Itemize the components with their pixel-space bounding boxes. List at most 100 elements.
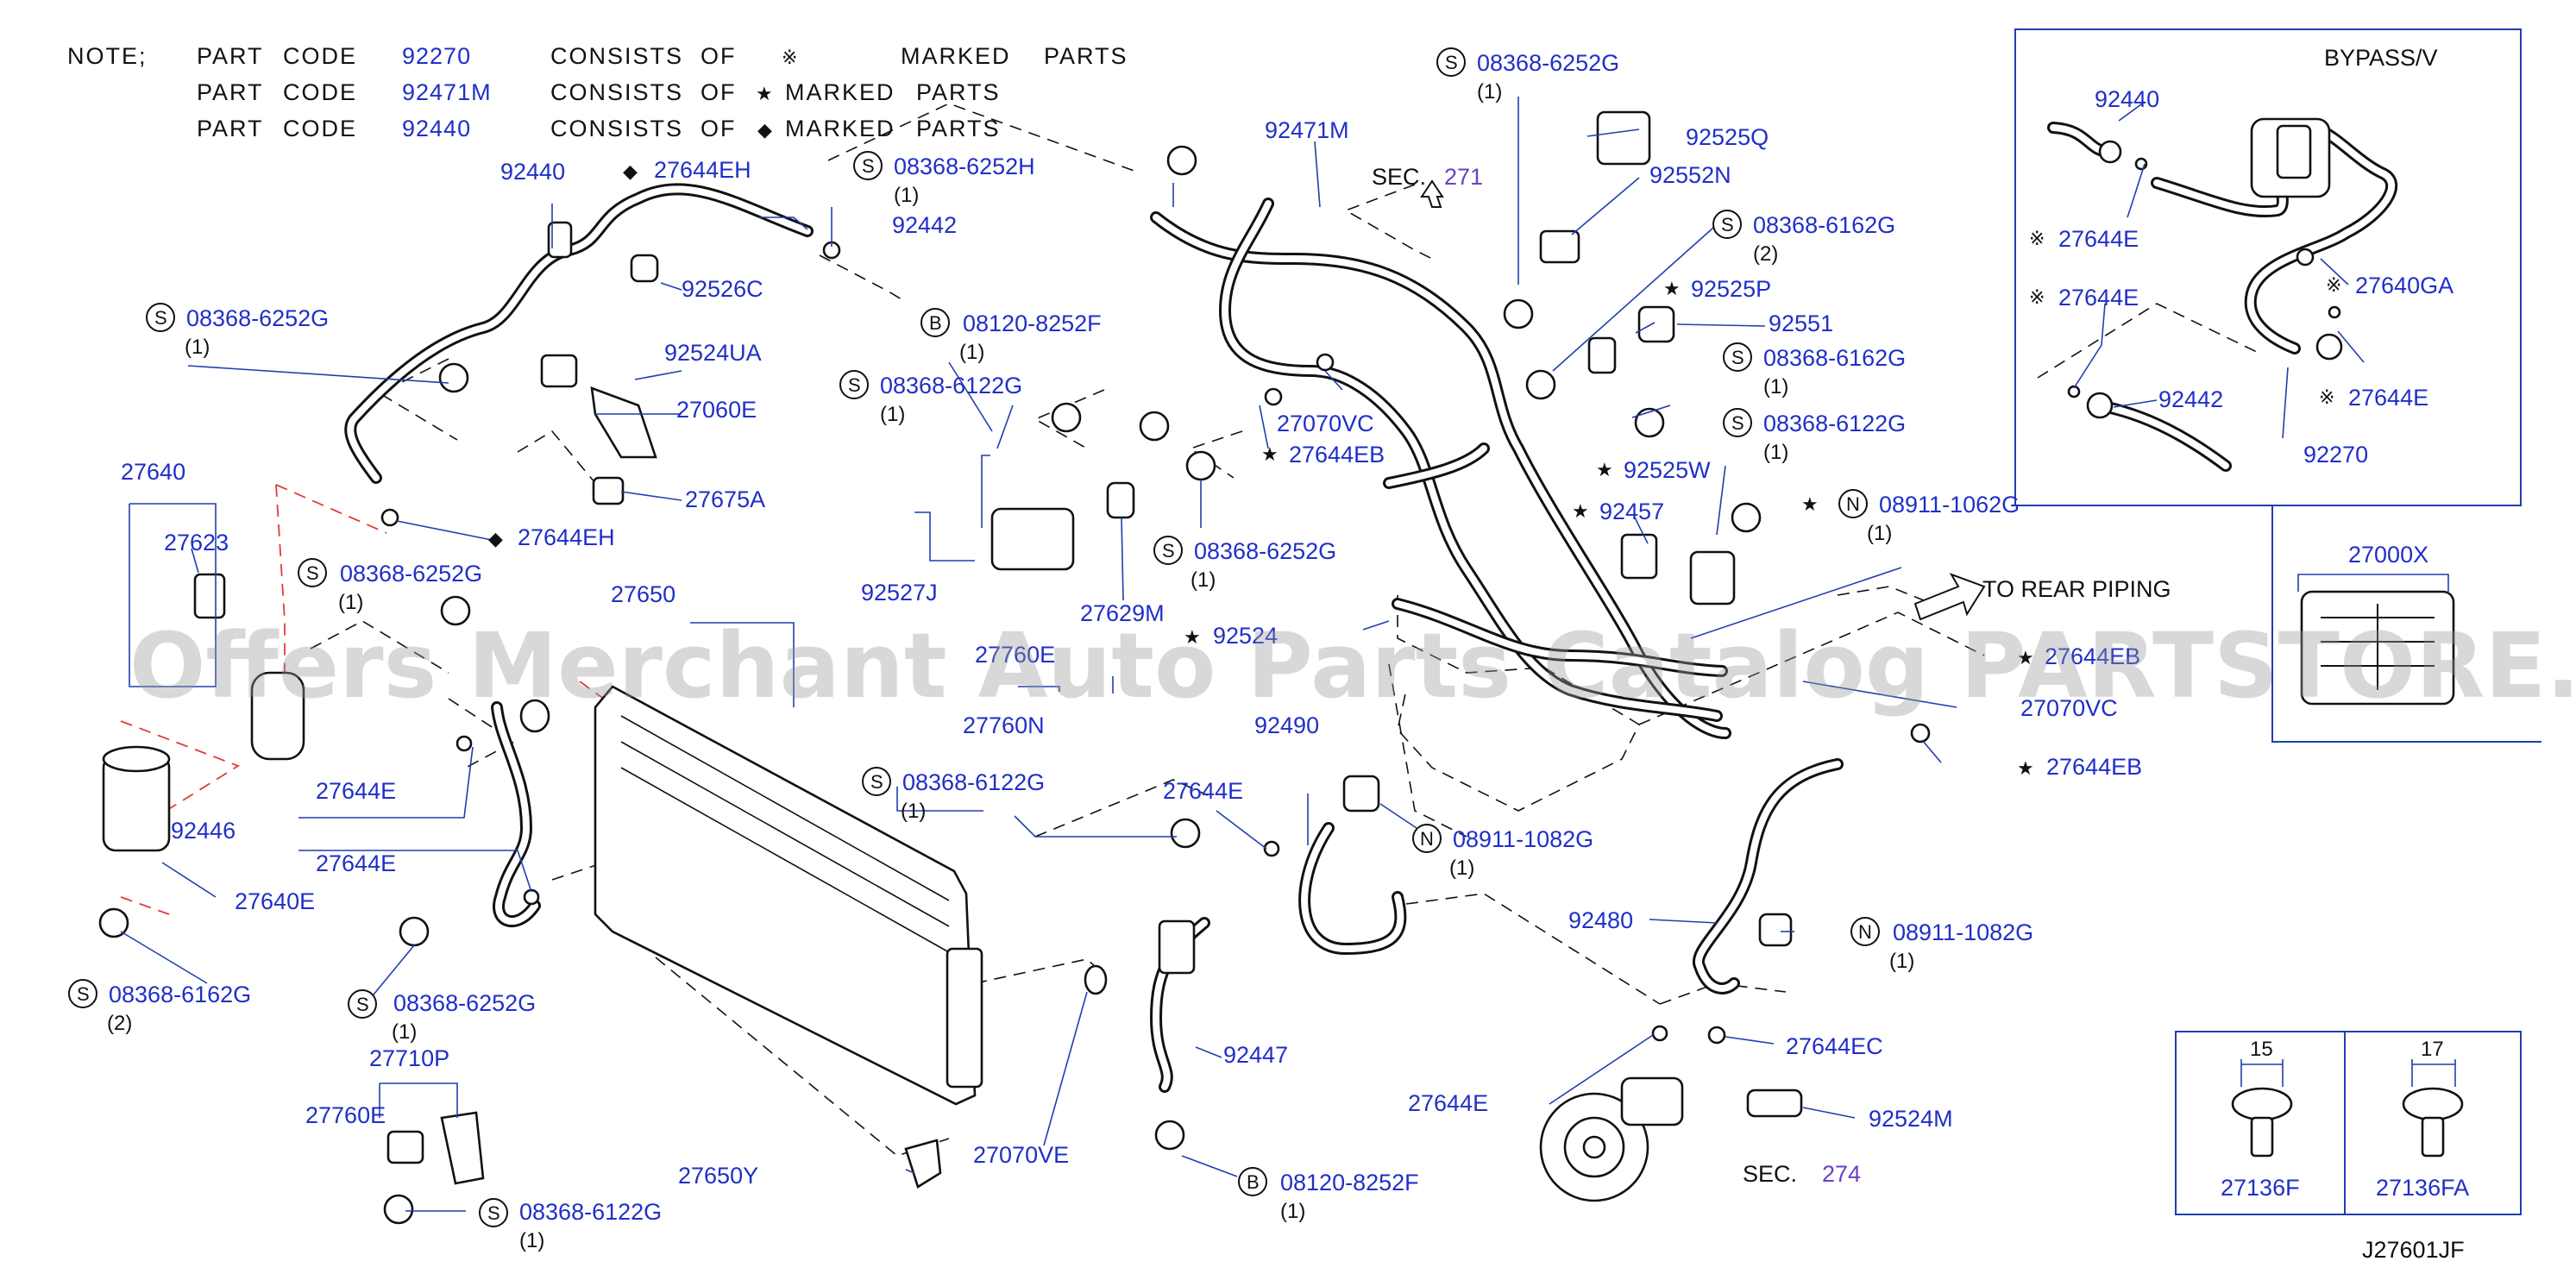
label-27070VC[interactable]: 27070VC [2020, 695, 2118, 721]
label-27644E[interactable]: 27644E [2058, 226, 2139, 252]
bolt-08368-6252G[interactable] [438, 362, 469, 393]
label-27623[interactable]: 27623 [164, 530, 229, 555]
label-08911-1082G[interactable]: 08911-1082G [1893, 919, 2033, 945]
clip-27629M[interactable] [1106, 481, 1135, 519]
note-code-value[interactable]: 92471M [402, 79, 492, 105]
bracket-92552N[interactable] [1539, 229, 1580, 264]
label-92440[interactable]: 92440 [500, 159, 565, 185]
label-92270[interactable]: 92270 [2303, 442, 2368, 467]
bolt-08120-8252F-a[interactable] [1139, 411, 1170, 442]
pressure-switch-27623[interactable] [193, 573, 226, 619]
note-code-value[interactable]: 92440 [402, 116, 471, 141]
bolt-08368-6252G-c[interactable] [1185, 450, 1216, 481]
bolt-08368-6162G[interactable] [98, 907, 129, 938]
oring-27644EC[interactable] [1707, 1026, 1726, 1045]
clip-27760E[interactable] [386, 1130, 424, 1164]
label-27000X[interactable]: 27000X [2348, 542, 2428, 568]
label-27644E[interactable]: 27644E [1408, 1090, 1488, 1116]
sec-274-link[interactable]: 274 [1822, 1161, 1861, 1187]
bolt-08368-6252G-top[interactable] [1503, 298, 1534, 329]
grommet-27070VE[interactable] [1084, 964, 1108, 995]
nut-08911-1082G-b[interactable] [1758, 913, 1793, 947]
label-27650Y[interactable]: 27650Y [678, 1163, 758, 1189]
bolt-08368-6252G-ll[interactable] [399, 916, 430, 947]
clip-92526C[interactable] [630, 254, 659, 283]
label-08368-6252G[interactable]: 08368-6252G [340, 561, 482, 587]
bolt-08368-6122G[interactable] [1051, 402, 1082, 433]
label-92526C[interactable]: 92526C [682, 276, 763, 302]
label-92524M[interactable]: 92524M [1869, 1106, 1953, 1132]
bracket-92457[interactable] [1620, 533, 1658, 580]
label-27070VC[interactable]: 27070VC [1277, 411, 1374, 436]
bolt-08368-6162G-b[interactable] [1634, 407, 1665, 438]
label-92490[interactable]: 92490 [1254, 712, 1319, 738]
clip-27136F[interactable] [2231, 1087, 2293, 1121]
oring-27644E-l2[interactable] [523, 888, 540, 906]
bolt-08368-6122G-m[interactable] [1170, 818, 1201, 849]
label-27136FA[interactable]: 27136FA [2376, 1175, 2469, 1201]
oring-27644EH[interactable] [380, 508, 399, 527]
note-code-value[interactable]: 92270 [402, 43, 471, 69]
clip-27136FA[interactable] [2402, 1087, 2464, 1121]
label-92552N[interactable]: 92552N [1649, 162, 1731, 188]
label-27136F[interactable]: 27136F [2221, 1175, 2300, 1201]
bracket-92551[interactable] [1637, 305, 1675, 343]
label-92442[interactable]: 92442 [892, 212, 957, 238]
label-27629M[interactable]: 27629M [1080, 600, 1165, 626]
label-08368-6122G[interactable]: 08368-6122G [902, 769, 1045, 795]
label-92446[interactable]: 92446 [171, 818, 236, 844]
label-08368-6252G[interactable]: 08368-6252G [186, 305, 329, 331]
label-27060E[interactable]: 27060E [676, 397, 757, 423]
label-27640[interactable]: 27640 [121, 459, 185, 485]
pipe-92480[interactable] [1692, 758, 1844, 995]
label-08368-6122G[interactable]: 08368-6122G [519, 1199, 662, 1225]
label-27644E[interactable]: 27644E [2058, 285, 2139, 311]
clamp-92524M[interactable] [1746, 1089, 1803, 1118]
label-27760N[interactable]: 27760N [963, 712, 1045, 738]
cap-27675A[interactable] [592, 476, 625, 505]
bracket-27710P[interactable] [440, 1111, 485, 1185]
label-08120-8252F[interactable]: 08120-8252F [1280, 1170, 1419, 1195]
nut-08911-1082G[interactable] [1342, 775, 1380, 813]
oring-27644EB-r[interactable] [1910, 723, 1931, 744]
label-92447[interactable]: 92447 [1223, 1042, 1288, 1068]
bracket-27650Y[interactable] [904, 1139, 942, 1189]
bolt-08120-8252F[interactable] [1154, 1120, 1185, 1151]
oring-27644E-m[interactable] [1263, 840, 1280, 857]
label-27644EH[interactable]: 27644EH [518, 524, 615, 550]
condenser-27650[interactable] [594, 685, 977, 1106]
label-08368-6122G[interactable]: 08368-6122G [1763, 411, 1906, 436]
receiver-drier-27640[interactable] [250, 671, 305, 761]
oring-27644EB[interactable] [1264, 387, 1283, 406]
pipe-92440[interactable] [344, 183, 814, 484]
label-08368-6122G[interactable]: 08368-6122G [880, 373, 1022, 398]
bracket-27060E[interactable] [590, 386, 657, 459]
label-27644E[interactable]: 27644E [316, 778, 396, 804]
label-92551[interactable]: 92551 [1769, 311, 1833, 336]
label-27644EH[interactable]: 27644EH [654, 157, 751, 183]
label-08368-6162G[interactable]: 08368-6162G [109, 982, 251, 1007]
label-27760E[interactable]: 27760E [305, 1102, 386, 1128]
label-08368-6162G[interactable]: 08368-6162G [1753, 212, 1895, 238]
label-27644E[interactable]: 27644E [316, 850, 396, 876]
label-27644E[interactable]: 27644E [2348, 385, 2428, 411]
clamp-92524UA[interactable] [540, 354, 578, 388]
label-92524[interactable]: 92524 [1213, 623, 1278, 649]
bolt-08368-6252H[interactable] [1166, 145, 1197, 176]
label-27070VE[interactable]: 27070VE [973, 1142, 1069, 1168]
bolt-08368-6252G-m[interactable] [440, 595, 471, 626]
label-08120-8252F[interactable]: 08120-8252F [963, 311, 1102, 336]
label-27675A[interactable]: 27675A [685, 486, 765, 512]
label-92457[interactable]: 92457 [1599, 499, 1664, 524]
label-27644EB[interactable]: 27644EB [2045, 643, 2140, 669]
label-08368-6252H[interactable]: 08368-6252H [894, 154, 1035, 179]
label-27644EB[interactable]: 27644EB [1289, 442, 1385, 467]
grommet-27760N[interactable] [519, 699, 550, 733]
oring-27070VC[interactable] [1316, 353, 1335, 372]
label-27710P[interactable]: 27710P [369, 1045, 449, 1071]
label-92440[interactable]: 92440 [2095, 86, 2159, 112]
label-92471M[interactable]: 92471M [1265, 117, 1349, 143]
label-27640GA[interactable]: 27640GA [2355, 273, 2453, 298]
clamp-92525Q[interactable] [1596, 110, 1651, 166]
label-08911-1062G[interactable]: 08911-1062G [1879, 492, 2020, 518]
